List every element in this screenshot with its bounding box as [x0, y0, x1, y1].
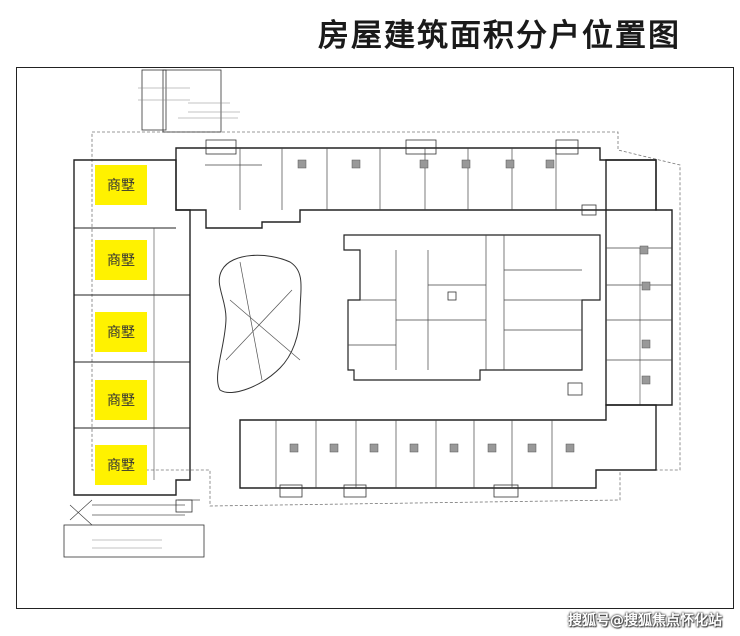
bottom-wing — [239, 404, 657, 489]
annex-box-2 — [162, 69, 222, 133]
shop-villa-label: 商墅 — [95, 445, 147, 485]
site-boundary — [91, 131, 681, 507]
shop-villa-label: 商墅 — [95, 165, 147, 205]
atrium-void — [217, 254, 302, 394]
page-title: 房屋建筑面积分户位置图 — [318, 18, 681, 54]
watermark: 搜狐号@搜狐焦点怀化站 — [568, 613, 722, 629]
shop-villa-label: 商墅 — [95, 240, 147, 280]
shop-villa-label: 商墅 — [95, 380, 147, 420]
right-wing — [605, 159, 673, 406]
top-wing — [175, 147, 657, 229]
central-block — [343, 234, 601, 381]
shop-villa-label: 商墅 — [95, 312, 147, 352]
annex-box-bottom — [63, 524, 205, 558]
drawing-frame — [16, 67, 734, 609]
